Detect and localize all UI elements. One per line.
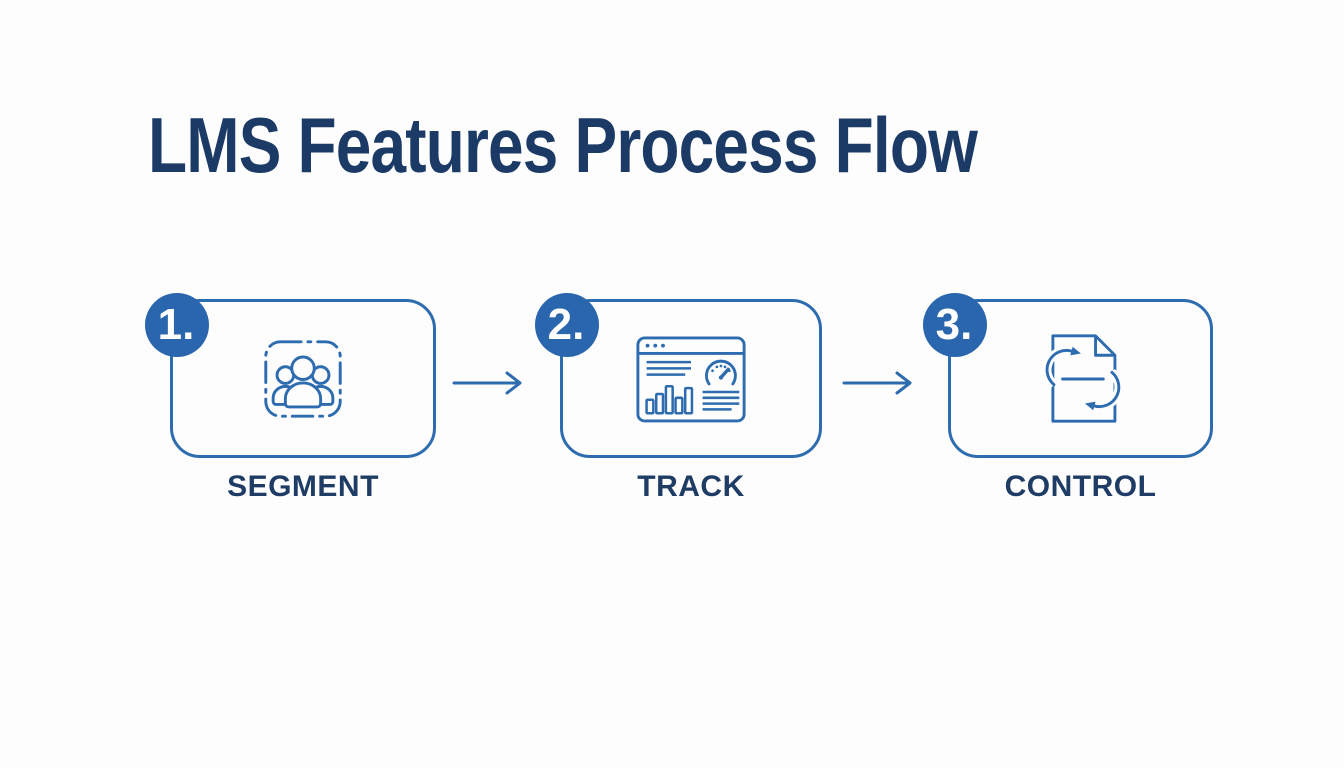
step-label-track: TRACK: [637, 470, 745, 503]
step-label-control: CONTROL: [1004, 470, 1157, 503]
analytics-dashboard-icon: [636, 336, 746, 423]
audience-segment-icon: [264, 339, 342, 418]
step-number-badge: 3.: [923, 293, 987, 357]
step-number-badge: 1.: [145, 293, 209, 357]
step-number: 1.: [157, 300, 195, 349]
flow-arrow-icon: [842, 371, 912, 395]
step-number-badge: 2.: [535, 293, 599, 357]
step-label-segment: SEGMENT: [227, 470, 379, 503]
step-card-track: 2.: [535, 293, 822, 458]
step-number: 2.: [547, 300, 585, 349]
page-title: LMS Features Process Flow: [148, 101, 978, 189]
document-sync-icon: [1042, 334, 1123, 423]
step-number: 3.: [935, 300, 973, 349]
flow-arrow-icon: [452, 371, 522, 395]
step-card-segment: 1.: [145, 293, 436, 458]
step-card-control: 3.: [923, 293, 1213, 458]
